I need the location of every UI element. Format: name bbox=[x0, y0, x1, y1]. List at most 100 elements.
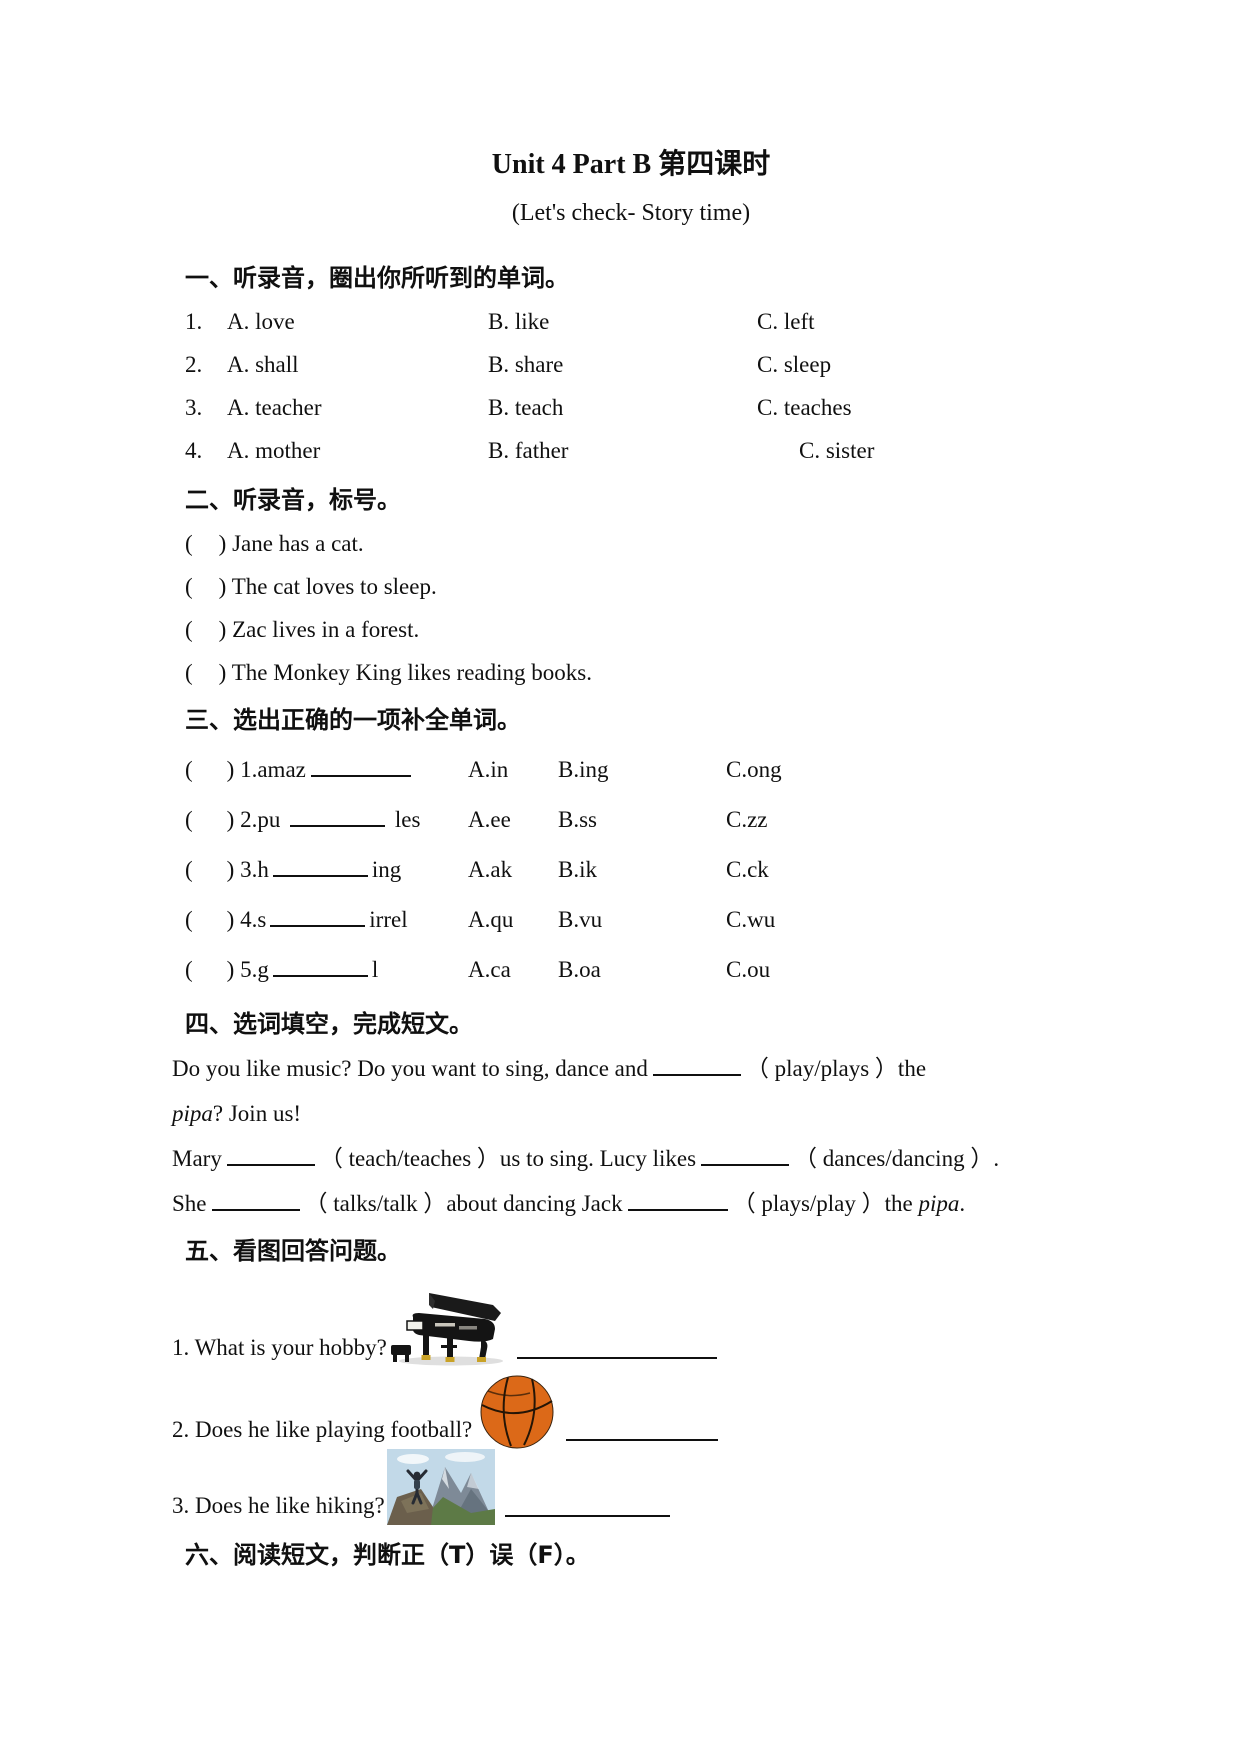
option-c: C. sleep bbox=[757, 352, 832, 377]
answer-blank bbox=[270, 921, 366, 927]
fill-word-row: () 2.pu les A.ee B.ss C.zz bbox=[185, 804, 1090, 836]
cloze-choices: （ plays/play ）the bbox=[732, 1191, 919, 1216]
cloze-line: pipa? Join us! bbox=[172, 1098, 1090, 1130]
option-b: B.ss bbox=[558, 807, 597, 832]
paren-open: ( bbox=[185, 907, 193, 932]
option-row: 2.A. shall B. share C. sleep bbox=[185, 350, 1090, 380]
cloze-line: Do you like music? Do you want to sing, … bbox=[172, 1053, 1090, 1085]
option-c: C.zz bbox=[726, 807, 768, 832]
paren-close: ) bbox=[226, 857, 235, 882]
section1-heading: 一、听录音，圈出你所听到的单词。 bbox=[185, 264, 569, 292]
cloze-text: She bbox=[172, 1191, 207, 1216]
option-c: C. sister bbox=[799, 438, 875, 463]
cloze-line: Mary （ teach/teaches ）us to sing. Lucy li… bbox=[172, 1143, 1090, 1175]
word-stem-end: l bbox=[371, 957, 379, 982]
option-b: B. like bbox=[488, 309, 550, 334]
option-a: A.ee bbox=[468, 807, 511, 832]
list-item: () The cat loves to sleep. bbox=[185, 572, 1090, 602]
sentence: The cat loves to sleep. bbox=[231, 574, 437, 599]
page-title: Unit 4 Part B 第四课时 bbox=[491, 149, 771, 180]
grand-piano-image bbox=[389, 1289, 507, 1367]
word-stem-end: ing bbox=[371, 857, 402, 882]
option-c: C.ck bbox=[726, 857, 769, 882]
option-b: B. father bbox=[488, 438, 569, 463]
answer-blank bbox=[226, 1160, 315, 1166]
paren-open: ( bbox=[185, 531, 193, 556]
option-a: A.qu bbox=[468, 907, 514, 932]
sentence: The Monkey King likes reading books. bbox=[231, 660, 592, 685]
paren-open: ( bbox=[185, 957, 193, 982]
option-a: A. shall bbox=[227, 352, 299, 377]
option-b: B.vu bbox=[558, 907, 603, 932]
sentence: Zac lives in a forest. bbox=[232, 617, 420, 642]
paren-close: ) bbox=[226, 957, 235, 982]
option-a: A.in bbox=[468, 757, 509, 782]
word-stem-end: irrel bbox=[369, 907, 408, 932]
paren-close: ) bbox=[218, 531, 227, 556]
cloze-choices: （ dances/dancing ）. bbox=[794, 1146, 1000, 1171]
word-stem: 3.h bbox=[240, 857, 269, 882]
answer-blank bbox=[652, 1070, 741, 1076]
cloze-text: Do you like music? Do you want to sing, … bbox=[172, 1056, 648, 1081]
option-row: 3.A. teacher B. teach C. teaches bbox=[185, 393, 1090, 423]
cloze-text: Mary bbox=[172, 1146, 222, 1171]
option-c: C. left bbox=[757, 309, 815, 334]
paren-open: ( bbox=[185, 757, 193, 782]
row-number: 3. bbox=[185, 395, 203, 420]
option-a: A. love bbox=[227, 309, 295, 334]
answer-blank bbox=[211, 1205, 300, 1211]
section3-heading: 三、选出正确的一项补全单词。 bbox=[185, 706, 521, 734]
answer-blank bbox=[272, 971, 368, 977]
option-a: A. mother bbox=[227, 438, 321, 463]
cloze-line: She （ talks/talk ）about dancing Jack （ pla… bbox=[172, 1188, 1090, 1220]
option-c: C.ou bbox=[726, 957, 771, 982]
picture-question: 1. What is your hobby? bbox=[172, 1289, 1090, 1367]
answer-line bbox=[566, 1437, 719, 1441]
answer-blank bbox=[272, 871, 368, 877]
page-subtitle: (Let's check- Story time) bbox=[511, 200, 751, 226]
option-b: B.ing bbox=[558, 757, 609, 782]
list-item: () Jane has a cat. bbox=[185, 529, 1090, 559]
picture-question: 2. Does he like playing football? bbox=[172, 1373, 1090, 1449]
answer-line bbox=[504, 1513, 670, 1517]
paren-close: ) bbox=[226, 907, 235, 932]
paren-open: ( bbox=[185, 807, 193, 832]
list-item: () Zac lives in a forest. bbox=[185, 615, 1090, 645]
fill-word-row: () 5.g l A.ca B.oa C.ou bbox=[185, 954, 1090, 986]
word-stem-end: les bbox=[389, 807, 421, 832]
option-a: A.ca bbox=[468, 957, 511, 982]
paren-close: ) bbox=[226, 807, 235, 832]
answer-blank bbox=[627, 1205, 728, 1211]
paren-open: ( bbox=[185, 660, 193, 685]
paren-close: ) bbox=[218, 574, 227, 599]
word-stem: 2.pu bbox=[240, 807, 287, 832]
option-c: C.wu bbox=[726, 907, 776, 932]
basketball-image bbox=[478, 1373, 556, 1451]
cloze-choices: （ teach/teaches ）us to sing. Lucy likes bbox=[319, 1146, 697, 1171]
section4-heading: 四、选词填空，完成短文。 bbox=[185, 1010, 473, 1038]
cloze-text-italic: pipa bbox=[172, 1101, 213, 1126]
list-item: () The Monkey King likes reading books. bbox=[185, 658, 1090, 688]
word-stem: 5.g bbox=[240, 957, 269, 982]
option-a: A. teacher bbox=[227, 395, 322, 420]
option-b: B.oa bbox=[558, 957, 601, 982]
sentence: Jane has a cat. bbox=[232, 531, 364, 556]
cloze-choices: （ play/plays ）the bbox=[745, 1056, 927, 1081]
paren-open: ( bbox=[185, 574, 193, 599]
option-c: C.ong bbox=[726, 757, 782, 782]
hiking-photo-image bbox=[386, 1449, 495, 1525]
cloze-text: . bbox=[959, 1191, 966, 1216]
option-b: B. share bbox=[488, 352, 564, 377]
option-row: 4. A. mother B. father C. sister bbox=[185, 436, 1090, 466]
question-text: 3. Does he like hiking? bbox=[172, 1493, 385, 1518]
paren-close: ) bbox=[226, 757, 235, 782]
option-a: A.ak bbox=[468, 857, 513, 882]
question-text: 1. What is your hobby? bbox=[172, 1335, 387, 1360]
option-b: B.ik bbox=[558, 857, 597, 882]
answer-blank bbox=[701, 1160, 790, 1166]
cloze-choices: （ talks/talk ）about dancing Jack bbox=[304, 1191, 623, 1216]
row-number: 4. bbox=[185, 438, 203, 463]
paren-close: ) bbox=[218, 617, 227, 642]
